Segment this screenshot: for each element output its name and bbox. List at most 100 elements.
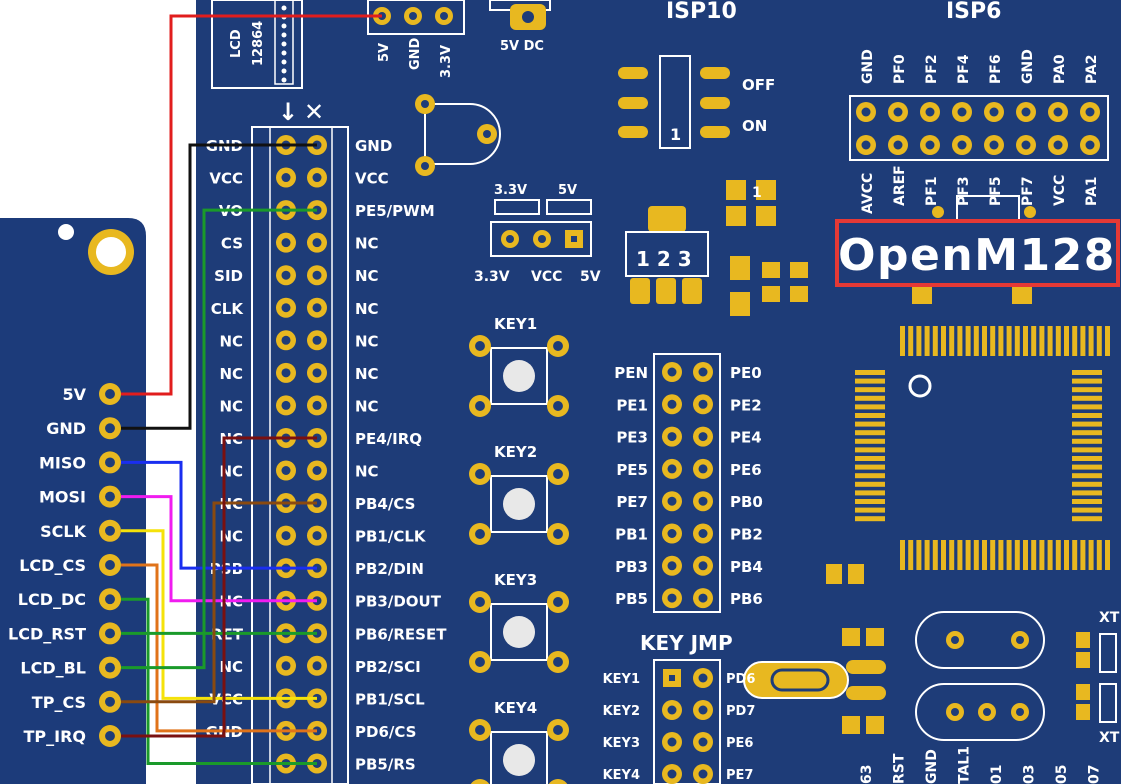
module-pin-label: SCLK	[40, 522, 86, 541]
isp6-top-label: PF4	[956, 54, 972, 84]
isp6-bottom-label: PF5	[988, 176, 1004, 206]
keyjmp-pin	[662, 732, 682, 752]
lcd-header-pin	[276, 525, 296, 546]
port-left-label: PE1	[616, 396, 648, 414]
key-label: KEY4	[494, 699, 537, 717]
lcd-header-pin	[307, 395, 327, 416]
port-pin	[662, 426, 682, 447]
lcd-left-label: CLK	[211, 300, 245, 318]
wire-lcd-dc	[121, 597, 317, 765]
lcd-header-pin	[276, 330, 296, 351]
key-1[interactable]: KEY1	[469, 315, 569, 417]
lcd-header-pin	[276, 232, 296, 253]
module-pin-label: 5V	[62, 385, 86, 404]
isp6-label: ISP6	[946, 0, 1001, 24]
key-pad	[469, 463, 491, 485]
dc-label: 5V DC	[500, 39, 544, 54]
key-2[interactable]: KEY2	[469, 443, 569, 545]
key-3[interactable]: KEY3	[469, 571, 569, 673]
key-4[interactable]: KEY4	[469, 699, 569, 784]
switch-mark: 1	[670, 125, 681, 144]
isp6-top-label: PF0	[892, 54, 908, 84]
module-pin-label: MOSI	[39, 488, 86, 507]
isp6-top-label: PA0	[1052, 54, 1068, 84]
lcd-right-label: NC	[355, 397, 379, 415]
lcd-header-pin	[307, 460, 327, 481]
power-label-3v3: 3.3V	[439, 45, 454, 78]
keyjmp-left-label: KEY4	[603, 768, 640, 783]
key-pad	[547, 523, 569, 545]
module-pin	[99, 417, 121, 440]
lcd-left-label: SID	[214, 267, 243, 285]
bottom-pin-label: 03	[1022, 765, 1038, 784]
power-label-gnd: GND	[408, 37, 423, 70]
keyjmp-right-label: PE6	[726, 736, 753, 751]
module-pin	[99, 383, 121, 405]
isp6-pin	[1048, 135, 1068, 155]
module-pin	[99, 519, 121, 542]
lcd-right-label: NC	[355, 300, 379, 318]
lcd-right-label: PB6/RESET	[355, 625, 447, 643]
module-pin	[99, 656, 121, 679]
wire-tp-irq	[121, 436, 317, 738]
port-pin	[662, 588, 682, 609]
xt-label-1: XT	[1099, 610, 1120, 626]
lcd-right-label: PB2/SCI	[355, 658, 421, 676]
microcontroller-chip	[826, 326, 1110, 584]
isp6-pin	[920, 102, 940, 122]
keyjmp-left-label: KEY2	[603, 704, 640, 719]
port-right-label: PB4	[730, 558, 763, 576]
power-header: 5V GND 3.3V	[367, 0, 465, 78]
wire-tp-cs	[121, 501, 317, 704]
port-pin	[662, 394, 682, 415]
cross-mark: ✕	[304, 98, 324, 126]
port-right-label: PE0	[730, 364, 762, 382]
lcd-right-label: NC	[355, 332, 379, 350]
isp6-bottom-label: PF7	[1020, 176, 1036, 206]
lcd-left-label: NC	[219, 365, 243, 383]
key-pad	[469, 651, 491, 673]
keyjmp-pin	[693, 700, 713, 720]
key-label: KEY2	[494, 443, 537, 461]
port-pin	[693, 394, 713, 415]
isp6-bottom-label: AREF	[892, 165, 908, 206]
lcd-right-label: PE4/IRQ	[355, 430, 422, 448]
lcd-header-pin	[307, 525, 327, 546]
lcd-right-label: VCC	[355, 170, 389, 188]
key-pad	[547, 651, 569, 673]
module-pin-label: LCD_CS	[19, 556, 86, 575]
wire-gnd	[121, 143, 317, 430]
port-pin	[693, 491, 713, 512]
wires	[121, 14, 382, 765]
lcd-right-label: NC	[355, 365, 379, 383]
port-pin	[662, 555, 682, 576]
module-pin-label: LCD_RST	[8, 624, 86, 643]
switch-off-label: OFF	[742, 76, 775, 94]
isp6-top-label: PF2	[924, 54, 940, 84]
module-pin	[99, 554, 121, 576]
wire-miso	[121, 460, 317, 570]
isp6-top-label: PA2	[1084, 54, 1100, 84]
board-title: OpenM128	[838, 230, 1116, 281]
lcd-right-label: GND	[355, 137, 392, 155]
key-pad	[547, 719, 569, 741]
port-right-label: PB6	[730, 590, 763, 608]
wire-lcd-bl	[121, 208, 317, 670]
led-mark: 1	[752, 185, 762, 201]
reset-crystal	[743, 660, 886, 700]
keyjmp-pin	[693, 668, 713, 688]
lcd-left-label: CS	[221, 235, 243, 253]
isp6-bottom-label: PF1	[924, 176, 940, 206]
lcd-header-pin	[276, 297, 296, 318]
port-left-label: PE3	[616, 429, 648, 447]
key-pad	[547, 335, 569, 357]
port-pin	[662, 523, 682, 544]
port-left-label: PEN	[614, 364, 648, 382]
keyjmp-right-label: PE7	[726, 768, 753, 783]
lcd-connector-box: LCD 12864	[211, 0, 303, 89]
key-pad	[470, 779, 490, 784]
